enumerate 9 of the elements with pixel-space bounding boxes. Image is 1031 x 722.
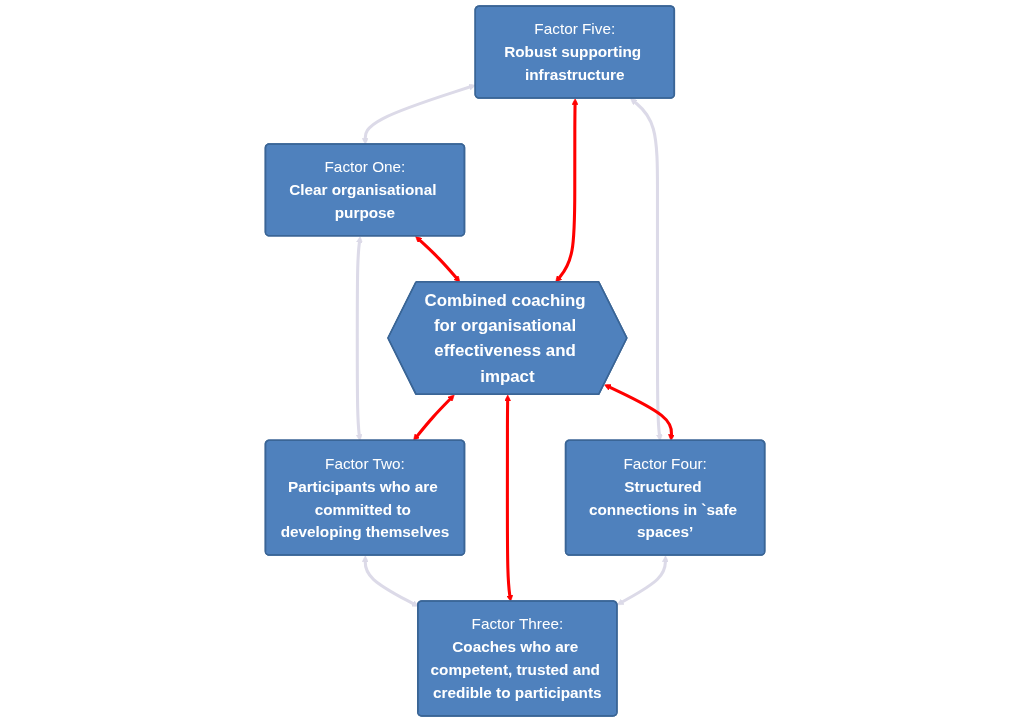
arrow bbox=[617, 555, 670, 605]
arrow bbox=[630, 98, 664, 441]
arrow bbox=[604, 384, 676, 441]
arrow bbox=[362, 555, 419, 607]
arrow bbox=[555, 98, 579, 283]
arrow bbox=[504, 394, 514, 602]
arrow bbox=[415, 236, 461, 283]
arrow bbox=[413, 394, 455, 441]
arrow bbox=[356, 236, 364, 441]
